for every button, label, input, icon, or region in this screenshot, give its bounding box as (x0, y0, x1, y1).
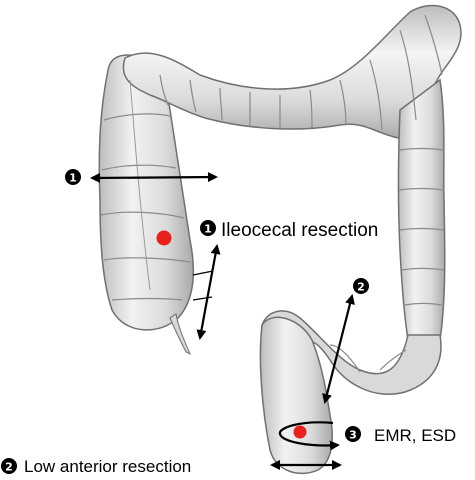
arrow-emr-loop (278, 421, 340, 451)
label-emr-esd: EMR, ESD (374, 426, 456, 445)
svg-text:2: 2 (357, 281, 365, 294)
svg-text:1: 1 (69, 172, 77, 185)
label-ileocecal-resection: Ileocecal resection (221, 220, 378, 241)
svg-text:3: 3 (349, 429, 357, 442)
lesion-rectum (293, 425, 307, 439)
marker-1-label: 1 (200, 220, 216, 236)
rectum (259, 316, 333, 475)
marker-3-label: 3 (345, 426, 361, 442)
colon-illustration (98, 4, 462, 475)
descending-colon (397, 78, 446, 341)
arrow-ileocecal-vertical (196, 244, 221, 340)
marker-2-label: 2 (1, 458, 17, 474)
label-low-anterior-resection: Low anterior resection (24, 457, 191, 476)
svg-text:1: 1 (204, 223, 212, 236)
arrows (90, 172, 355, 470)
marker-2-top: 2 (353, 278, 369, 294)
appendix (169, 313, 191, 356)
arrow-ileocecal-horizontal (90, 172, 218, 183)
svg-text:2: 2 (5, 461, 13, 474)
lesion-cecum (156, 230, 172, 246)
haustra-lines (100, 14, 445, 373)
marker-1-top: 1 (65, 169, 81, 185)
arrow-lar-vertical (322, 294, 355, 404)
